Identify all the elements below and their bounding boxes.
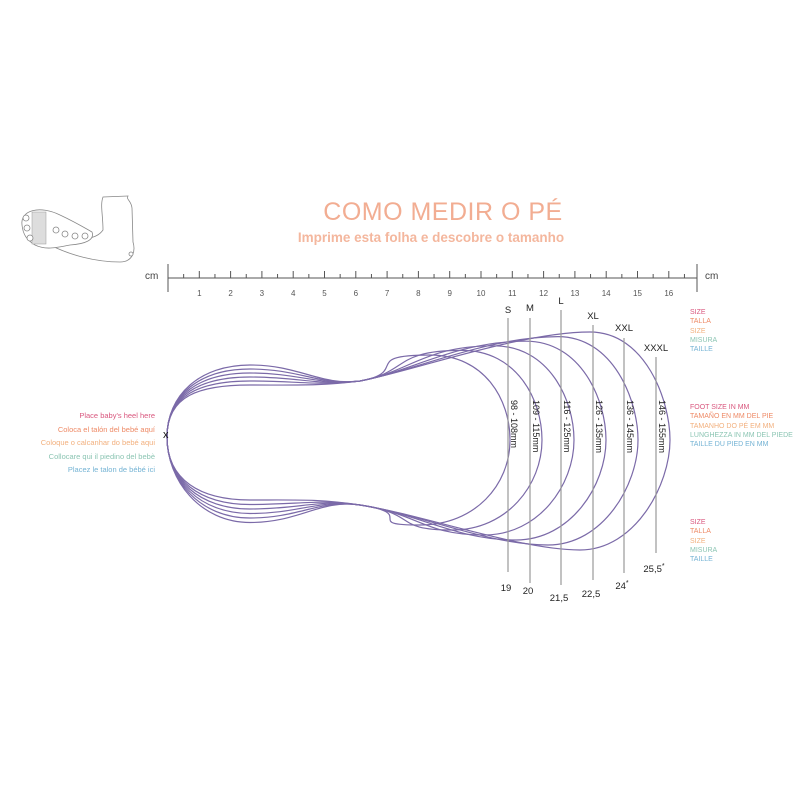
legend-line: LUNGHEZZA IN MM DEL PIEDE bbox=[690, 431, 793, 439]
foot-outlines bbox=[166, 331, 671, 551]
heel-instruction: Coloque o calcanhar do bebé aqui bbox=[40, 438, 155, 447]
page-subtitle: Imprime esta folha e descobre o tamanho bbox=[297, 230, 565, 245]
eu-size-value: 24 bbox=[615, 581, 626, 593]
legend-line: TALLA bbox=[690, 318, 711, 326]
size-mm-range: 146 - 155mm bbox=[657, 400, 667, 454]
legend-line: TAMAÑO EN MM DEL PIE bbox=[690, 413, 774, 421]
size-label: L bbox=[558, 296, 564, 307]
ruler-tick-label: 11 bbox=[508, 289, 517, 298]
heel-instruction: Coloca el talón del bebé aquí bbox=[57, 424, 155, 434]
size-mm-range: 98 - 108mm bbox=[509, 400, 519, 449]
ruler-tick-label: 6 bbox=[353, 289, 359, 298]
legend-line: TAMANHO DO PÉ EM MM bbox=[690, 422, 775, 430]
legend-line: SIZE bbox=[690, 327, 706, 335]
legend-line: SIZE bbox=[690, 537, 706, 545]
size-label: S bbox=[504, 305, 512, 316]
ruler-tick-label: 3 bbox=[259, 289, 265, 298]
heel-marker: x bbox=[163, 429, 169, 441]
ruler-tick-label: 4 bbox=[290, 289, 296, 298]
eu-size-label: 21,5 bbox=[550, 592, 569, 604]
eu-size-value: 22,5 bbox=[581, 589, 601, 601]
ruler-tick-label: 1 bbox=[197, 289, 202, 298]
legend-line: MISURA bbox=[690, 546, 718, 554]
legend-line: TAILLE bbox=[690, 556, 713, 564]
ruler-tick-label: 10 bbox=[476, 289, 486, 298]
size-mm-range: 109 - 115mm bbox=[531, 400, 541, 453]
ruler-tick-label: 9 bbox=[447, 289, 452, 298]
size-label: XXXL bbox=[643, 343, 669, 354]
size-mm-range: 126 - 135mm bbox=[594, 400, 604, 454]
foot-outline-m bbox=[166, 349, 543, 531]
size-mm-range: 116 - 125mm bbox=[562, 400, 572, 453]
measure-lines bbox=[507, 310, 657, 585]
ruler-tick-label: 2 bbox=[228, 289, 233, 298]
eu-size-value: 25,5 bbox=[643, 564, 662, 576]
eu-size-label: 20 bbox=[523, 585, 534, 597]
heel-instruction: Place baby's heel here bbox=[79, 411, 155, 420]
legend-line: SIZE bbox=[690, 309, 706, 316]
legend-line: FOOT SIZE IN MM bbox=[690, 404, 750, 411]
size-mm-range: 136 - 145mm bbox=[625, 400, 635, 454]
ruler-tick-label: 16 bbox=[664, 289, 674, 298]
legend-line: TAILLE bbox=[690, 346, 713, 354]
eu-size-note-mark: * bbox=[661, 563, 665, 570]
ruler-tick-label: 14 bbox=[601, 289, 611, 298]
ruler bbox=[167, 264, 698, 292]
ruler-unit-left: cm bbox=[145, 271, 159, 282]
ruler-tick-label: 12 bbox=[539, 289, 549, 298]
size-label: XXL bbox=[615, 323, 633, 334]
foot-outline-xl bbox=[166, 340, 607, 541]
heel-instruction: Collocare qui il piedino del bebè bbox=[48, 451, 155, 461]
legend-line: TAILLE DU PIED EN MM bbox=[690, 441, 769, 449]
eu-size-value: 20 bbox=[522, 586, 534, 598]
eu-size-label: 22,5 bbox=[582, 588, 601, 600]
page-title: COMO MEDIR O PÉ bbox=[323, 198, 563, 226]
ruler-tick-label: 13 bbox=[570, 289, 580, 298]
ruler-unit-right: cm bbox=[705, 271, 719, 282]
eu-size-label: 25,5* bbox=[643, 563, 664, 575]
eu-size-value: 19 bbox=[500, 583, 512, 595]
foot-outline-xxl bbox=[166, 335, 639, 546]
eu-size-label: 19 bbox=[501, 582, 512, 594]
eu-size-value: 21,5 bbox=[549, 593, 569, 605]
legend-line: SIZE bbox=[690, 519, 706, 526]
ruler-tick-label: 8 bbox=[416, 289, 421, 298]
size-label: M bbox=[526, 303, 534, 314]
baby-shoe-illustration bbox=[21, 195, 135, 263]
legend-line: MISURA bbox=[690, 336, 718, 344]
foot-outline-xxxl bbox=[166, 331, 671, 551]
ruler-tick-label: 5 bbox=[322, 289, 327, 298]
ruler-tick-label: 7 bbox=[384, 289, 390, 298]
eu-size-note-mark: * bbox=[625, 580, 629, 587]
foot-outline-s bbox=[166, 354, 511, 526]
foot-outline-l bbox=[166, 345, 575, 536]
size-label: XL bbox=[587, 311, 599, 322]
eu-size-label: 24* bbox=[615, 580, 628, 592]
heel-instruction: Placez le talon de bébé ici bbox=[67, 465, 155, 474]
legend-line: TALLA bbox=[690, 528, 711, 536]
ruler-tick-label: 15 bbox=[633, 289, 642, 298]
